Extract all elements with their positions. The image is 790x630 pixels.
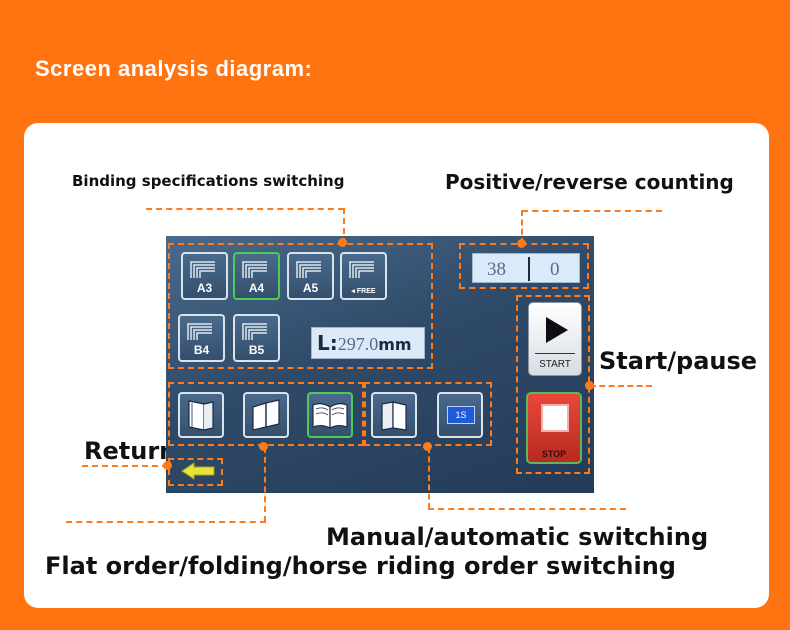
paper-a3-button[interactable]: A3 — [181, 252, 228, 300]
start-divider — [535, 353, 575, 354]
paper-stack-icon — [242, 261, 267, 278]
length-unit: mm — [378, 335, 412, 354]
paper-a5-label: A5 — [302, 281, 319, 295]
folding-order-button[interactable] — [243, 392, 289, 438]
paper-a4-label: A4 — [248, 281, 265, 295]
label-binding-specifications: Binding specifications switching — [72, 172, 345, 190]
callout-box-return — [168, 458, 223, 486]
leader-dot — [338, 238, 347, 247]
counter-right-value: 0 — [550, 259, 560, 280]
callout-box-binding — [168, 243, 433, 369]
return-arrow-icon[interactable] — [180, 461, 216, 481]
sheet-icon — [381, 401, 407, 431]
counter-display[interactable]: 38 0 — [472, 253, 580, 283]
paper-b5-label: B5 — [248, 343, 265, 357]
leader-binding-v — [343, 208, 345, 244]
leader-manual-v — [428, 447, 430, 509]
length-prefix: L: — [317, 331, 338, 355]
leader-dot — [423, 442, 432, 451]
paper-b4-button[interactable]: B4 — [178, 314, 225, 362]
flat-order-button[interactable] — [178, 392, 224, 438]
label-counting: Positive/reverse counting — [445, 170, 734, 194]
callout-box-start-stop — [516, 295, 590, 474]
paper-free-label: ◂ FREE — [351, 288, 376, 295]
stop-icon — [541, 404, 569, 432]
leader-counting-v — [521, 210, 523, 244]
label-return: Return — [84, 437, 177, 465]
paper-a3-label: A3 — [196, 281, 213, 295]
paper-a4-button[interactable]: A4 — [233, 252, 280, 300]
start-button[interactable]: START — [528, 302, 582, 376]
callout-box-manual-auto — [364, 382, 492, 446]
callout-box-order — [168, 382, 364, 446]
label-flat-order: Flat order/folding/horse riding order sw… — [45, 552, 676, 580]
callout-box-counter — [459, 243, 589, 289]
folded-book-icon — [252, 399, 280, 431]
page-title: Screen analysis diagram: — [35, 56, 313, 81]
leader-start-h — [590, 385, 652, 387]
paper-stack-icon — [349, 261, 374, 278]
start-label: START — [539, 359, 571, 370]
flat-book-icon — [188, 400, 214, 431]
paper-stack-icon — [296, 261, 321, 278]
open-book-icon — [312, 403, 348, 429]
paper-free-button[interactable]: ◂ FREE — [340, 252, 387, 300]
paper-b4-label: B4 — [193, 343, 210, 357]
leader-binding-h — [146, 208, 344, 210]
stop-button[interactable]: STOP — [526, 392, 582, 464]
leader-dot — [585, 381, 594, 390]
stop-label: STOP — [541, 449, 567, 459]
auto-mode-button[interactable]: 1S — [437, 392, 483, 438]
leader-dot — [163, 461, 172, 470]
mode-indicator: 1S — [447, 406, 475, 424]
length-display: L:297.0mm — [311, 327, 425, 359]
length-value: 297.0 — [337, 334, 379, 354]
leader-return-h — [82, 465, 168, 467]
paper-b5-button[interactable]: B5 — [233, 314, 280, 362]
paper-stack-icon — [187, 323, 212, 340]
leader-dot — [259, 442, 268, 451]
label-start-pause: Start/pause — [599, 347, 758, 375]
paper-a5-button[interactable]: A5 — [287, 252, 334, 300]
horse-riding-order-button[interactable] — [307, 392, 353, 438]
leader-counting-h — [522, 210, 662, 212]
paper-stack-icon — [242, 323, 267, 340]
leader-dot — [517, 239, 526, 248]
paper-stack-icon — [190, 261, 215, 278]
leader-manual-h — [428, 508, 626, 510]
manual-mode-button[interactable] — [371, 392, 417, 438]
play-icon — [546, 317, 568, 343]
leader-order-h — [66, 521, 266, 523]
label-manual-automatic: Manual/automatic switching — [326, 523, 709, 551]
counter-separator — [528, 257, 530, 281]
leader-order-v — [264, 447, 266, 522]
counter-left-value: 38 — [487, 259, 506, 280]
